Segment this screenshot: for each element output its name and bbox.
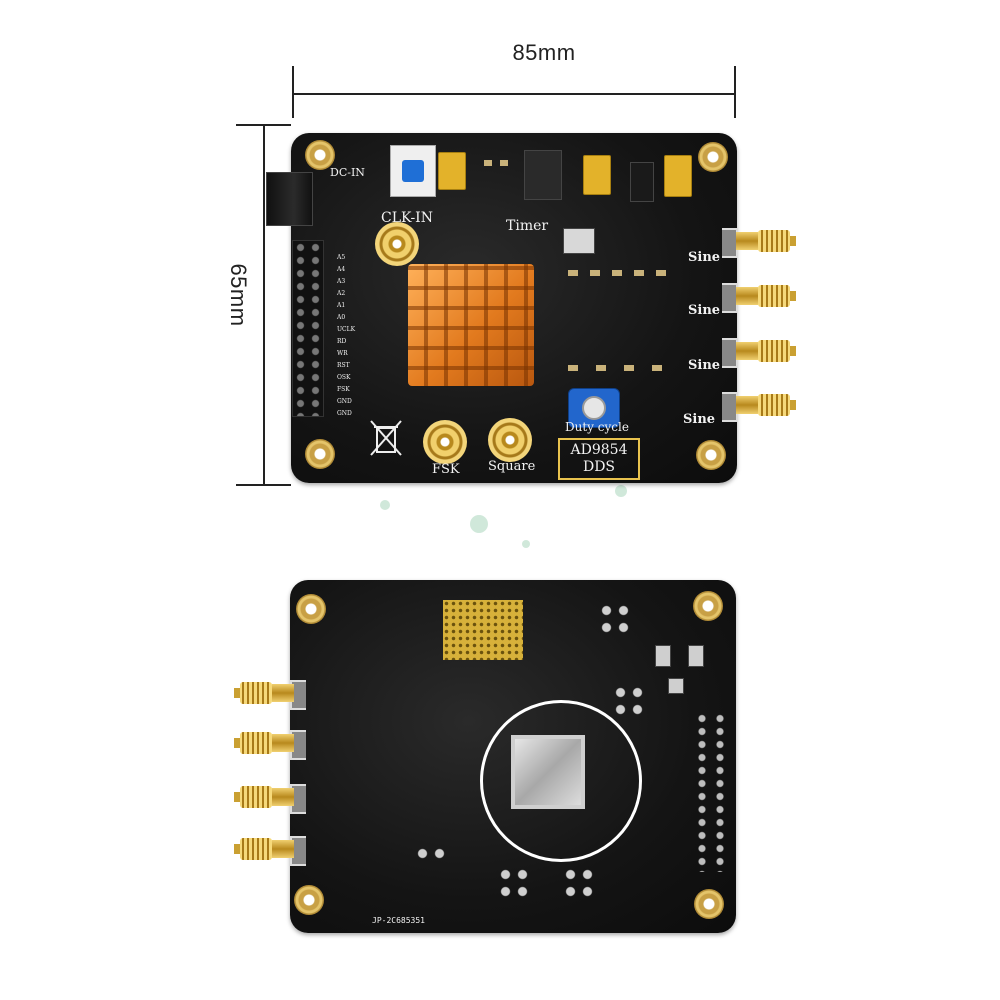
via-cluster	[562, 866, 596, 900]
dc-in-label: DC-IN	[330, 166, 365, 179]
board-serial-text: JP-2C685351	[372, 916, 425, 925]
smd-component	[652, 365, 662, 371]
sine-sma-connector-1	[736, 230, 796, 252]
crystal-oscillator	[563, 228, 595, 254]
fsk-label: FSK	[432, 462, 460, 477]
chip-model-line1: AD9854	[570, 442, 628, 458]
smd-component	[590, 270, 600, 276]
smd-component	[500, 160, 508, 166]
height-dimension-bottom-tick	[236, 484, 291, 486]
smd-component	[634, 270, 644, 276]
smd-component	[624, 365, 634, 371]
smd-component	[484, 160, 492, 166]
potentiometer-screw-icon	[582, 396, 606, 420]
mounting-hole-icon	[305, 439, 335, 469]
sma-connector-back-4	[234, 838, 294, 860]
sma-connector-back-1	[234, 682, 294, 704]
header-label-rst: RST	[337, 362, 350, 369]
header-label-uclk: UCLK	[337, 326, 356, 333]
clk-in-sma-connector	[375, 222, 419, 266]
sine-sma-connector-3	[736, 340, 796, 362]
sma-connector-back-3	[234, 786, 294, 808]
smd-component	[568, 270, 578, 276]
header-solder-pins	[693, 712, 711, 872]
regulator-chip	[630, 162, 654, 202]
smd-component	[568, 365, 578, 371]
power-button-cap	[402, 160, 424, 182]
dc-power-jack	[266, 172, 313, 226]
header-label-a0: A0	[337, 314, 346, 321]
sine-output-label-4: Sine	[683, 412, 716, 427]
header-label-gnd: GND	[337, 410, 352, 417]
square-label: Square	[488, 459, 536, 474]
via-cluster	[414, 845, 448, 862]
chip-outline-ring	[480, 700, 642, 862]
sine-output-label-1: Sine	[688, 250, 721, 265]
height-dimension-label: 65mm	[226, 263, 251, 327]
header-label-a5: A5	[337, 254, 346, 261]
sine-output-label-2: Sine	[688, 303, 721, 318]
duty-cycle-potentiometer	[568, 388, 620, 428]
smd-component	[596, 365, 606, 371]
height-dimension-line	[263, 125, 265, 485]
smd-pad	[688, 645, 704, 667]
width-dimension-right-tick	[734, 66, 736, 118]
header-pin-labels: A5 A4 A3 A2 A1 A0 UCLK RD WR RST OSK FSK…	[337, 252, 367, 420]
height-dimension-top-tick	[236, 124, 291, 126]
square-sma-connector	[488, 418, 532, 462]
header-label-a3: A3	[337, 278, 346, 285]
mounting-hole-icon	[698, 142, 728, 172]
via-cluster	[497, 866, 531, 900]
duty-cycle-label: Duty cycle	[565, 420, 629, 434]
voltage-regulator	[524, 150, 562, 200]
mounting-hole-icon	[305, 140, 335, 170]
sine-sma-connector-2	[736, 285, 796, 307]
header-label-a1: A1	[337, 302, 346, 309]
header-label-fsk: FSK	[337, 386, 350, 393]
width-dimension-line	[293, 93, 735, 95]
tantalum-capacitor	[438, 152, 466, 190]
header-label-wr: WR	[337, 350, 348, 357]
power-button	[390, 145, 436, 197]
header-label-rd: RD	[337, 338, 347, 345]
width-dimension-label: 85mm	[512, 40, 576, 65]
width-dimension-left-tick	[292, 66, 294, 118]
mounting-hole-icon	[693, 591, 723, 621]
header-label-osk: OSK	[337, 374, 351, 381]
smd-component	[656, 270, 666, 276]
header-label-a4: A4	[337, 266, 346, 273]
timer-label: Timer	[506, 218, 549, 234]
smd-component	[612, 270, 622, 276]
heatsink-thermal-pad	[443, 600, 523, 660]
header-label-gnd: GND	[337, 398, 352, 405]
via-cluster	[612, 684, 646, 718]
chip-model-label: AD9854 DDS	[558, 438, 640, 480]
mounting-hole-icon	[696, 440, 726, 470]
mounting-hole-icon	[294, 885, 324, 915]
tantalum-capacitor	[583, 155, 611, 195]
decorative-dot	[380, 500, 390, 510]
smd-pad	[668, 678, 684, 694]
decorative-dot	[522, 540, 530, 548]
heatsink	[408, 264, 534, 386]
exposed-ground-pad	[511, 735, 585, 809]
tantalum-capacitor	[664, 155, 692, 197]
header-solder-pins	[711, 712, 729, 872]
chip-model-line2: DDS	[582, 459, 616, 475]
weee-disposal-icon	[368, 418, 404, 458]
smd-pad	[655, 645, 671, 667]
sma-connector-back-2	[234, 732, 294, 754]
decorative-dot	[615, 485, 627, 497]
mounting-hole-icon	[296, 594, 326, 624]
mounting-hole-icon	[694, 889, 724, 919]
sine-sma-connector-4	[736, 394, 796, 416]
header-label-a2: A2	[337, 290, 346, 297]
control-pin-header	[292, 240, 324, 417]
sine-output-label-3: Sine	[688, 358, 721, 373]
fsk-sma-connector	[423, 420, 467, 464]
decorative-dot	[470, 515, 488, 533]
via-cluster	[598, 602, 632, 636]
